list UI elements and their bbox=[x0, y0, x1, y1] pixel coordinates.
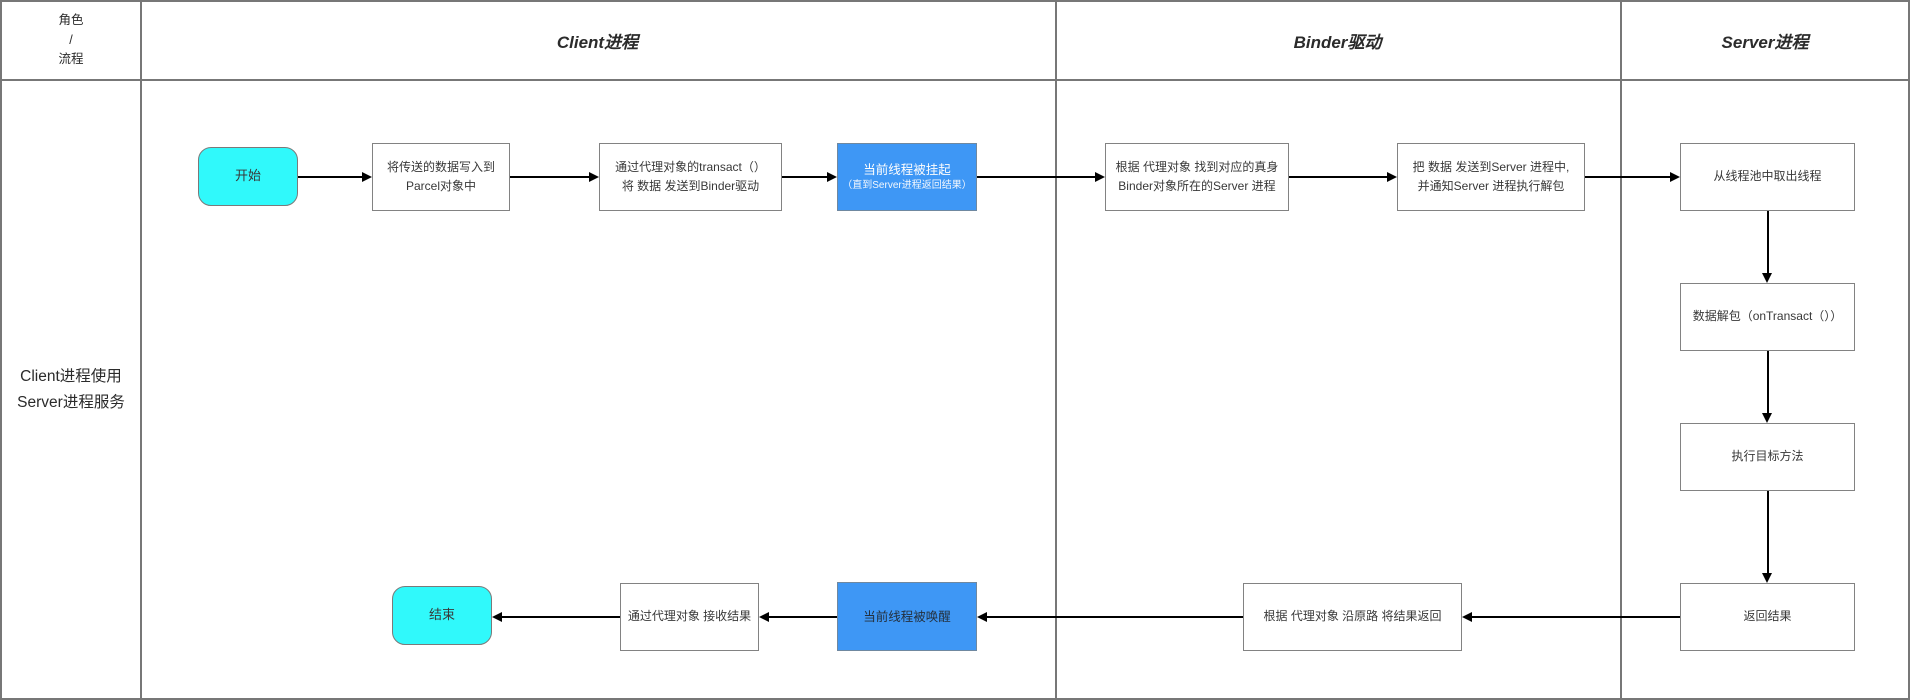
node-write-parcel: 将传送的数据写入到 Parcel对象中 bbox=[372, 143, 510, 211]
arrowhead-down-icon bbox=[1762, 573, 1772, 583]
arrowhead-right-icon bbox=[362, 172, 372, 182]
arrowhead-left-icon bbox=[759, 612, 769, 622]
arrow-transact-to-suspend bbox=[782, 176, 828, 178]
arrowhead-right-icon bbox=[1095, 172, 1105, 182]
lane-header-client: Client进程 bbox=[556, 33, 639, 52]
divider-header-body bbox=[2, 79, 1908, 81]
arrow-getthread-to-unpack bbox=[1767, 211, 1769, 274]
arrowhead-down-icon bbox=[1762, 413, 1772, 423]
arrow-routeback-to-wake bbox=[986, 616, 1243, 618]
arrow-start-to-write bbox=[298, 176, 364, 178]
arrow-write-to-transact bbox=[510, 176, 590, 178]
node-thread-suspend-title: 当前线程被挂起 bbox=[863, 162, 951, 177]
arrow-unpack-to-exec bbox=[1767, 351, 1769, 414]
arrowhead-right-icon bbox=[827, 172, 837, 182]
node-return-result: 返回结果 bbox=[1680, 583, 1855, 651]
arrowhead-right-icon bbox=[1670, 172, 1680, 182]
node-thread-suspend: 当前线程被挂起 （直到Server进程返回结果） bbox=[837, 143, 977, 211]
arrowhead-down-icon bbox=[1762, 273, 1772, 283]
arrow-exec-to-return bbox=[1767, 491, 1769, 574]
node-route-back: 根据 代理对象 沿原路 将结果返回 bbox=[1243, 583, 1462, 651]
node-unpack: 数据解包（onTransact（）） bbox=[1680, 283, 1855, 351]
arrow-wake-to-receive bbox=[768, 616, 837, 618]
node-transact: 通过代理对象的transact（） 将 数据 发送到Binder驱动 bbox=[599, 143, 782, 211]
arrow-receive-to-end bbox=[501, 616, 620, 618]
arrowhead-left-icon bbox=[977, 612, 987, 622]
arrowhead-left-icon bbox=[492, 612, 502, 622]
node-find-server: 根据 代理对象 找到对应的真身 Binder对象所在的Server 进程 bbox=[1105, 143, 1289, 211]
node-thread-suspend-subtitle: （直到Server进程返回结果） bbox=[842, 180, 972, 192]
node-receive-result: 通过代理对象 接收结果 bbox=[620, 583, 759, 651]
divider-client-binder bbox=[1055, 2, 1057, 698]
arrow-send-to-getthread bbox=[1585, 176, 1671, 178]
row-label: Client进程使用 Server进程服务 bbox=[17, 367, 125, 411]
divider-role-client bbox=[140, 2, 142, 698]
arrowhead-right-icon bbox=[589, 172, 599, 182]
node-get-thread: 从线程池中取出线程 bbox=[1680, 143, 1855, 211]
arrowhead-right-icon bbox=[1387, 172, 1397, 182]
node-send-to-server: 把 数据 发送到Server 进程中, 并通知Server 进程执行解包 bbox=[1397, 143, 1585, 211]
arrowhead-left-icon bbox=[1462, 612, 1472, 622]
node-exec-method: 执行目标方法 bbox=[1680, 423, 1855, 491]
lane-header-server: Server进程 bbox=[1721, 33, 1809, 52]
arrow-return-to-routeback bbox=[1471, 616, 1680, 618]
node-start: 开始 bbox=[198, 147, 298, 206]
arrow-suspend-to-find bbox=[977, 176, 1096, 178]
node-end: 结束 bbox=[392, 586, 492, 645]
divider-binder-server bbox=[1620, 2, 1622, 698]
lane-header-binder: Binder驱动 bbox=[1293, 33, 1382, 52]
node-thread-wake: 当前线程被唤醒 bbox=[837, 582, 977, 651]
arrow-find-to-send bbox=[1289, 176, 1388, 178]
corner-header: 角色 / 流程 bbox=[58, 13, 84, 67]
